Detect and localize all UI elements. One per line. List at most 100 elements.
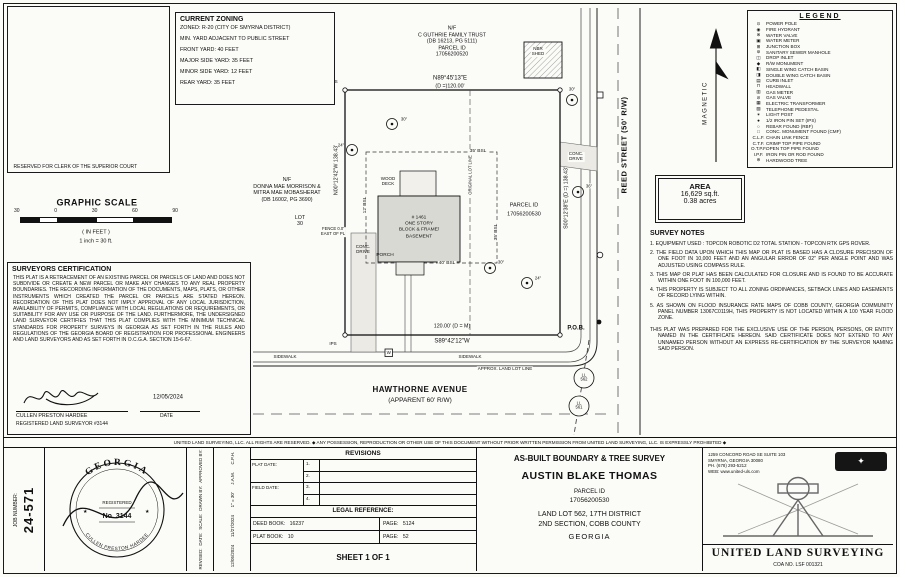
survey-note: 4. THIS PROPERTY IS SUBJECT TO ALL ZONIN… [650, 287, 893, 300]
legend-item-label: CRIMP TOP PIPE FOUND [766, 140, 821, 146]
info-label: APPROVED BY: [198, 449, 203, 483]
legend-item: ⊙ POWER POLE [751, 21, 889, 27]
legend-item-label: HEADWALL [766, 83, 792, 89]
fence-note-label: FENCE 0.0' EAST OF PL [319, 226, 347, 237]
conc-drive-label: CONC. DRIVE [355, 244, 371, 254]
legend-symbol-icon: ▤ [756, 77, 761, 83]
legend-item-label: R/W MONUMENT [766, 61, 804, 67]
legend-item-label: ELECTRIC TRANSFORMER [766, 100, 826, 106]
legend-item-label: DOUBLE WING CATCH BASIN [766, 72, 831, 78]
legend-item-label: SANITARY SEWER MANHOLE [766, 49, 831, 55]
revision-row: 4. [304, 494, 476, 506]
survey-notes-disclaimer: THIS PLAT WAS PREPARED FOR THE EXCLUSIVE… [650, 327, 893, 352]
hawthorne-avenue-label: HAWTHORNE AVENUE [372, 385, 468, 394]
seal-signature [62, 481, 184, 527]
legend-symbol-icon: ▣ [756, 37, 761, 43]
area-sqft: 16,629 sq.ft. [680, 191, 720, 198]
fire-hydrant-icon [596, 319, 602, 325]
legend-symbol-icon: C.T.F. [752, 140, 765, 146]
legend-symbol-icon: ⊚ [756, 49, 761, 55]
corner-monument [557, 332, 563, 338]
seal-number: No. 3144 [103, 513, 132, 520]
legend-item-label: GAS METER [766, 89, 794, 95]
signature-line [16, 411, 128, 412]
water-meter-label: W [386, 350, 391, 356]
sheet-number: SHEET 1 OF 1 [336, 553, 390, 562]
house-footprint [377, 195, 461, 263]
zoning-line: MINOR SIDE YARD: 12 FEET [180, 69, 253, 76]
east-bearing-label: S00°12'38"E (D =) 138.43' [563, 167, 570, 229]
deed-page-value: 5124 [402, 520, 415, 527]
info-value: C.P.H. [230, 451, 235, 465]
job-number-label: JOB NUMBER: [12, 492, 19, 528]
legend-symbol-icon: ⊗ [756, 32, 761, 38]
sidewalk-inner-line [253, 8, 582, 353]
copyright-strip: UNITED LAND SURVEYING, LLC. ALL RIGHTS A… [3, 437, 897, 448]
north-bearing-label: N89°45'13"E [432, 75, 468, 82]
legend-symbol-icon: ⊞ [756, 43, 761, 49]
current-zoning-box: CURRENT ZONING ZONED: R-20 (CITY OF SMYR… [175, 12, 335, 105]
client-name: AUSTIN BLAKE THOMAS [521, 470, 658, 482]
tree-size-label: 30" [400, 116, 408, 122]
area-acres: 0.38 acres [683, 198, 717, 205]
survey-notes-title: SURVEY NOTES [650, 230, 705, 237]
legend-item: ✶ LIGHT POST [751, 112, 889, 118]
house-label: # 1461 ONE STORY BLOCK & FRAME/ BASEMENT [398, 215, 440, 240]
survey-title-box: AS-BUILT BOUNDARY & TREE SURVEY AUSTIN B… [476, 448, 702, 571]
west-bearing-label: N00°12'42"W 138.43' [333, 144, 340, 196]
clerk-reservation-label: RESERVED FOR CLERK OF THE SUPERIOR COURT [13, 163, 138, 170]
legend-item: ▣ WATER METER [751, 38, 889, 44]
sidewalk-label: SIDEWALK [458, 354, 482, 360]
field-date-cell: FIELD DATE: [250, 483, 304, 506]
seal-registered: REGISTERED [102, 500, 132, 505]
area-title: AREA [689, 182, 711, 191]
legend-symbol-icon: O.T.P.F. [751, 146, 767, 152]
legend-symbol-icon: ✶ [756, 111, 761, 117]
plat-page-cell: PAGE: 52 [380, 531, 476, 544]
certification-body: THIS PLAT IS A RETRACEMENT OF AN EXISTIN… [13, 275, 245, 343]
zoning-line: FRONT YARD: 40 FEET [180, 47, 239, 54]
hardwood-tree-symbols [346, 94, 584, 289]
surveyor-seal-box: GEORGIA CULLEN PRESTON HARDEE REGISTERED… [44, 448, 186, 571]
state-label: GEORGIA [568, 532, 611, 541]
legend-item-label: TELEPHONE PEDESTAL [766, 106, 819, 112]
setback-top-label: 35' BSL [468, 149, 488, 155]
graphic-scale-title: GRAPHIC SCALE [56, 197, 138, 208]
scale-tick: 30 [14, 208, 20, 214]
deed-book-cell: DEED BOOK: 16237 [250, 518, 380, 531]
tree-size-label: 30" [497, 259, 505, 265]
lot-30-label: LOT 30 [294, 214, 306, 227]
setback-bottom-label: 40' BSL [437, 261, 457, 267]
legend-title: LEGEND [799, 13, 841, 20]
legend-item: C.T.F. CRIMP TOP PIPE FOUND [751, 140, 889, 146]
company-coa: COA NO. LSF 001321 [773, 562, 823, 568]
legend-item-label: CHAIN LINK FENCE [766, 135, 809, 141]
signature-date: 12/05/2024 [152, 394, 184, 401]
legend-item: ▤ CURB INLET [751, 78, 889, 84]
legend-symbol-icon: ◧ [756, 66, 761, 72]
survey-notes: SURVEY NOTES 1. EQUIPMENT USED : TOPCON … [650, 230, 893, 355]
legend-item-label: SINGLE WING CATCH BASIN [766, 66, 829, 72]
legend-item-label: HARDWOOD TREE [766, 157, 808, 163]
approx-land-lot-line-label: APPROX. LAND LOT LINE [476, 366, 534, 372]
info-value: 1" = 30' [230, 492, 235, 508]
surveyor-title: REGISTERED LAND SURVEYOR #3144 [16, 421, 108, 427]
survey-note: 2. THE FIELD DATA UPON WHICH THIS MAP OR… [650, 250, 893, 269]
transit-logo-icon [723, 476, 873, 537]
neighbor-shed-label: NBR SHED [530, 46, 546, 57]
tree-size-label: 24" [534, 275, 542, 281]
legend-item-label: JUNCTION BOX [766, 44, 801, 50]
legend-symbol-icon: ⊙ [756, 20, 761, 26]
legend-item: ◧ SINGLE WING CATCH BASIN [751, 66, 889, 73]
sidewalk-outer-line [253, 8, 591, 363]
south-bearing-label: S89°42'12"W [434, 338, 470, 345]
legend-item: ⊞ JUNCTION BOX [751, 44, 889, 50]
legend-symbol-icon: ⊓ [756, 83, 761, 89]
surveyor-name: CULLEN PRESTON HARDEE [16, 413, 88, 419]
revisions-title: REVISIONS [250, 448, 476, 460]
zoning-line: MAJOR SIDE YARD: 35 FEET [180, 58, 254, 65]
legend-item: ◆ R/W MONUMENT [751, 61, 889, 67]
setback-right-label: 35' BSL [494, 222, 500, 242]
